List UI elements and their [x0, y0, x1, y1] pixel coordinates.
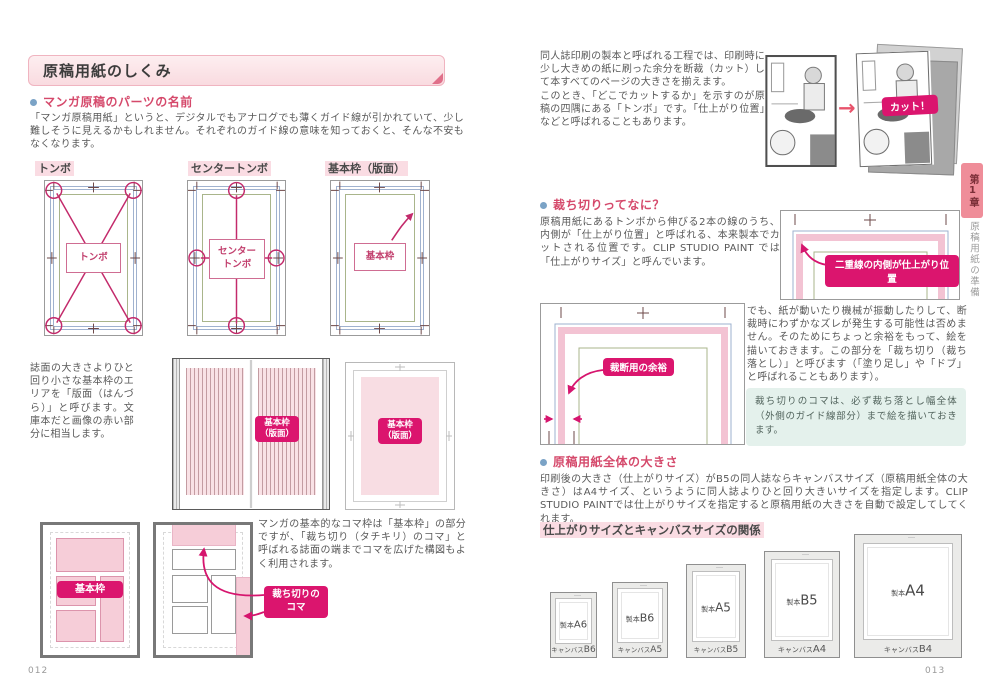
bleed-arrows-overlay: [198, 547, 265, 621]
bleed-panel-right: [236, 577, 250, 655]
hanzura-badge-on-book: 基本枠 （版面）: [255, 416, 299, 443]
size-item-a4: 製本A4 キャンバスB4: [854, 534, 962, 658]
chapter-tab-title: 原稿用紙の準備: [968, 221, 979, 298]
size-section-body: 印刷後の大きさ（仕上がりサイズ）がB5の同人誌ならキャンバスサイズ（原稿用紙全体…: [540, 474, 968, 525]
arrow-right-icon: →: [838, 96, 856, 120]
page-title: 原稿用紙のしくみ: [43, 62, 172, 80]
bullet-icon: [540, 202, 547, 209]
section-heading-size: 原稿用紙全体の大きさ: [540, 453, 678, 470]
open-book-illustration: 基本枠 （版面）: [172, 358, 330, 510]
koma-body: マンガの基本的なコマ枠は「基本枠」の部分ですが、「裁ち切り（タチキリ）のコマ」と…: [258, 519, 466, 570]
diagram-base-frame: 基本枠: [330, 180, 430, 336]
intro-body: 同人誌印刷の製本と呼ばれる工程では、印刷時に少し大きめの紙に刷った余分を断裁（カ…: [540, 51, 765, 128]
manga-artwork: [765, 55, 837, 167]
center-tombo-center-label: センター トンボ: [209, 239, 265, 279]
book-page-edges-left: [173, 359, 180, 509]
panel-layout-basic: 基本枠: [40, 522, 140, 658]
book-text-block-left: [186, 368, 244, 495]
finish-position-badge: 二重線の内側が仕上がり位置: [825, 255, 959, 287]
chapter-tab-badge: 第1章: [961, 163, 983, 218]
finish-position-overlay: [792, 214, 949, 299]
size-item-a6: 製本A6 キャンバスB6: [550, 592, 597, 658]
page-number-right: 013: [925, 666, 946, 676]
size-item-b6: 製本B6 キャンバスA5: [612, 582, 668, 658]
bullet-icon: [540, 459, 547, 466]
tachikiri-body: 原稿用紙にあるトンボから伸びる2本の線のうち、内側が「仕上がり位置」と呼ばれる、…: [540, 217, 780, 268]
book-page-edges-right: [322, 359, 329, 509]
trim-margin-badge: 裁断用の余裕: [603, 358, 675, 376]
tombo-center-label: トンボ: [66, 243, 121, 273]
section-heading-parts: マンガ原稿のパーツの名前: [30, 93, 193, 110]
book-gutter: [249, 360, 253, 508]
guide-frame: [50, 532, 130, 648]
parts-section-body: 「マンガ原稿用紙」というと、デジタルでもアナログでも薄くガイド線が引かれていて、…: [30, 113, 464, 151]
paper-trim-marks: [348, 364, 452, 508]
hanzura-badge-on-paper: 基本枠 （版面）: [378, 418, 422, 445]
manuscript-paper-illustration: 基本枠 （版面）: [345, 362, 455, 510]
finish-position-diagram: 二重線の内側が仕上がり位置: [780, 210, 960, 300]
bleed-koma-badge: 裁ち切りの コマ: [264, 586, 328, 618]
tombo-marks-overlay: [45, 181, 142, 335]
trim-margin-overlay: [544, 307, 732, 444]
cut-badge: カット！: [881, 94, 939, 117]
size-item-a5: 製本A5 キャンバスB5: [686, 564, 746, 658]
base-frame-marks-overlay: [331, 181, 429, 335]
bullet-icon: [30, 99, 37, 106]
base-frame-badge: 基本枠: [57, 581, 123, 598]
size-item-b5: 製本B5 キャンバスA4: [764, 551, 840, 658]
page-title-box: 原稿用紙のしくみ: [28, 55, 445, 86]
diagram-label-tombo: トンボ: [35, 160, 74, 176]
base-frame-center-label: 基本枠: [354, 243, 406, 271]
hanzura-body: 誌面の大きさよりひと回り小さな基本枠のエリアを「版面（はんづら）」と呼びます。文…: [30, 363, 134, 440]
diagram-tombo: トンボ: [44, 180, 143, 336]
tachikiri-body2: でも、紙が動いたり機械が振動したりして、断裁時にわずかなズレが発生する可能性は否…: [747, 306, 967, 383]
section-heading-tachikiri: 裁ち切りってなに？: [540, 196, 665, 213]
diagram-center-tombo: センター トンボ: [187, 180, 286, 336]
fold-corner-decoration: [432, 73, 443, 84]
page-number-left: 012: [28, 666, 49, 676]
size-chart-heading: 仕上がりサイズとキャンバスサイズの関係: [540, 522, 764, 538]
diagram-label-center-tombo: センタートンボ: [188, 160, 271, 176]
bleed-panel-top: [172, 525, 236, 546]
manga-page-after-cut-group: カット！: [854, 43, 963, 176]
bleed-note-box: 裁ち切りのコマは、必ず裁ち落とし幅全体（外側のガイド線部分）まで絵を描いておきま…: [746, 388, 966, 447]
trim-margin-diagram: 裁断用の余裕: [540, 303, 745, 445]
manga-page-before-cut: [765, 55, 837, 167]
diagram-label-base-frame: 基本枠（版面）: [325, 160, 408, 176]
